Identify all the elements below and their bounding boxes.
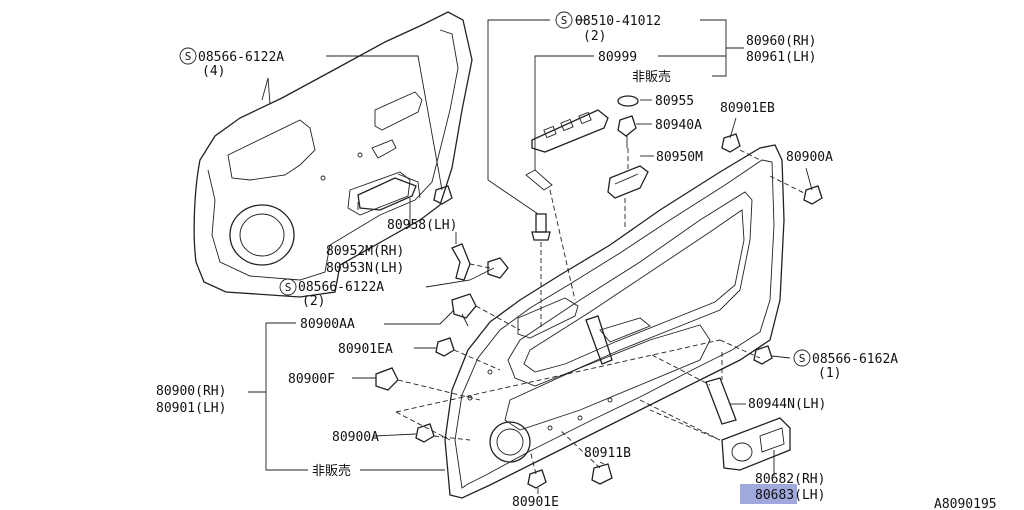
label-80901eb: 80901EB bbox=[720, 101, 775, 116]
label-08510-41012-qty: (2) bbox=[583, 29, 606, 44]
label-80955: 80955 bbox=[655, 94, 694, 109]
label-80953n-lh: 80953N(LH) bbox=[326, 261, 404, 276]
screw-symbol-2: S bbox=[185, 50, 192, 63]
screw-symbol-4: S bbox=[799, 352, 806, 365]
label-08566-6162a-qty: (1) bbox=[818, 366, 841, 381]
label-80960-rh: 80960(RH) bbox=[746, 34, 816, 49]
screw-08510 bbox=[531, 213, 551, 241]
label-80683-lh: 80683(LH) bbox=[755, 488, 825, 503]
label-80940a: 80940A bbox=[655, 118, 702, 133]
label-not-for-sale-top: 非販売 bbox=[632, 69, 671, 85]
label-80911b: 80911B bbox=[584, 446, 631, 461]
highlight-80683 bbox=[740, 484, 797, 504]
leader-lines bbox=[248, 19, 813, 494]
screw-80900a-right bbox=[769, 175, 823, 205]
label-08566-6122a-mid: 08566-6122A bbox=[298, 280, 384, 295]
screw-symbol-1: S bbox=[561, 14, 568, 27]
clip-80900f bbox=[375, 367, 399, 391]
door-trim-panel bbox=[444, 144, 785, 499]
screw-08566-6162a bbox=[753, 345, 773, 365]
label-80950m: 80950M bbox=[656, 150, 703, 165]
clip-80901e bbox=[527, 469, 547, 489]
label-08566-6122a-mid-qty: (2) bbox=[302, 294, 325, 309]
screw-80911b bbox=[591, 463, 613, 485]
bracket-80958 bbox=[451, 243, 509, 281]
label-80944n-lh: 80944N(LH) bbox=[748, 397, 826, 412]
label-08566-6122a-top-qty: (4) bbox=[202, 64, 225, 79]
clip-80901eb bbox=[721, 133, 741, 153]
label-08566-6162a: 08566-6162A bbox=[812, 352, 898, 367]
speaker-bezel-80682 bbox=[721, 417, 791, 471]
label-80682-rh: 80682(RH) bbox=[755, 472, 825, 487]
clip-80900aa bbox=[451, 293, 477, 327]
label-80900aa: 80900AA bbox=[300, 317, 355, 332]
clip-80940a bbox=[617, 115, 637, 148]
screw-08566-upper bbox=[433, 185, 453, 205]
screw-80900a-left bbox=[415, 423, 435, 443]
label-08566-6122a-top: 08566-6122A bbox=[198, 50, 284, 65]
label-08510-41012: 08510-41012 bbox=[575, 14, 661, 29]
label-80999: 80999 bbox=[598, 50, 637, 65]
label-80901ea: 80901EA bbox=[338, 342, 393, 357]
escutcheon-80950m bbox=[607, 165, 649, 199]
inner-door-panel bbox=[193, 11, 473, 298]
label-80901-lh: 80901(LH) bbox=[156, 401, 226, 416]
assembly-lines bbox=[395, 148, 761, 475]
label-80961-lh: 80961(LH) bbox=[746, 50, 816, 65]
label-80958-lh: 80958(LH) bbox=[387, 218, 457, 233]
pull-handle-bracket bbox=[357, 173, 421, 211]
pad-80944n bbox=[705, 377, 737, 425]
label-80900a-right: 80900A bbox=[786, 150, 833, 165]
label-80900-rh: 80900(RH) bbox=[156, 384, 226, 399]
clip-80901ea bbox=[435, 337, 455, 357]
screw-symbol-3: S bbox=[285, 281, 292, 294]
label-80900a-left: 80900A bbox=[332, 430, 379, 445]
screw-symbol-icons bbox=[179, 11, 811, 367]
label-not-for-sale-bottom: 非販売 bbox=[312, 463, 351, 479]
cap-80955 bbox=[617, 95, 639, 107]
label-80901e: 80901E bbox=[512, 495, 559, 510]
power-window-switch bbox=[525, 109, 609, 191]
label-80900f: 80900F bbox=[288, 372, 335, 387]
label-80952m-rh: 80952M(RH) bbox=[326, 244, 404, 259]
diagram-code: A8090195 bbox=[934, 497, 997, 510]
